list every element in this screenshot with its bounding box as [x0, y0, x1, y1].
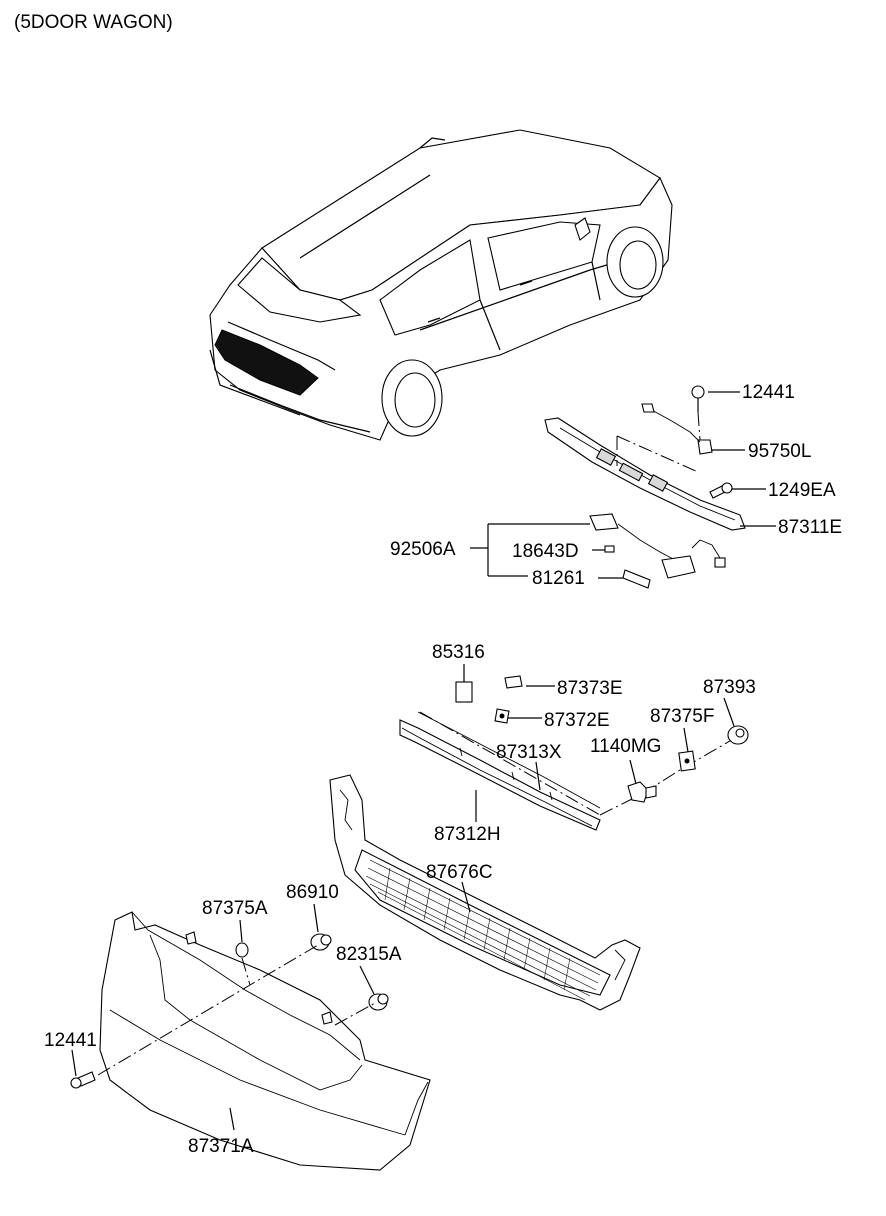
callout-1249EA: 1249EA — [768, 480, 836, 501]
callout-82315A: 82315A — [336, 944, 402, 965]
lower-garnish — [70, 911, 431, 1171]
callout-92506A: 92506A — [390, 539, 456, 560]
callout-87372E: 87372E — [544, 710, 610, 731]
callout-87371A: 87371A — [188, 1136, 254, 1157]
upper-moulding — [399, 675, 749, 831]
callout-87676C: 87676C — [426, 862, 493, 883]
callout-87311E: 87311E — [778, 517, 842, 538]
car-illustration — [209, 129, 673, 441]
callout-labels: 12441 95750L 1249EA 87311E 92506A 18643D… — [44, 382, 842, 1157]
callout-95750L: 95750L — [748, 441, 811, 462]
callout-81261: 81261 — [532, 568, 585, 589]
callout-87375F: 87375F — [650, 706, 714, 727]
callout-1140MG: 1140MG — [590, 736, 661, 757]
callout-87373E: 87373E — [557, 678, 623, 699]
grille-mesh — [365, 859, 601, 1001]
callout-12441-top: 12441 — [742, 382, 795, 403]
leader-lines — [71, 391, 776, 1131]
callout-86910: 86910 — [286, 882, 339, 903]
callout-12441-bottom: 12441 — [44, 1030, 97, 1051]
callout-87375A: 87375A — [202, 898, 268, 919]
callout-85316: 85316 — [432, 642, 485, 663]
callout-87393: 87393 — [703, 677, 756, 698]
diagram-caption: (5DOOR WAGON) — [14, 12, 173, 33]
callout-87313X: 87313X — [496, 742, 562, 763]
license-garnish-assembly — [544, 385, 746, 589]
callout-87312H: 87312H — [434, 824, 501, 845]
callout-18643D: 18643D — [512, 541, 579, 562]
grille-panel — [329, 774, 641, 1011]
